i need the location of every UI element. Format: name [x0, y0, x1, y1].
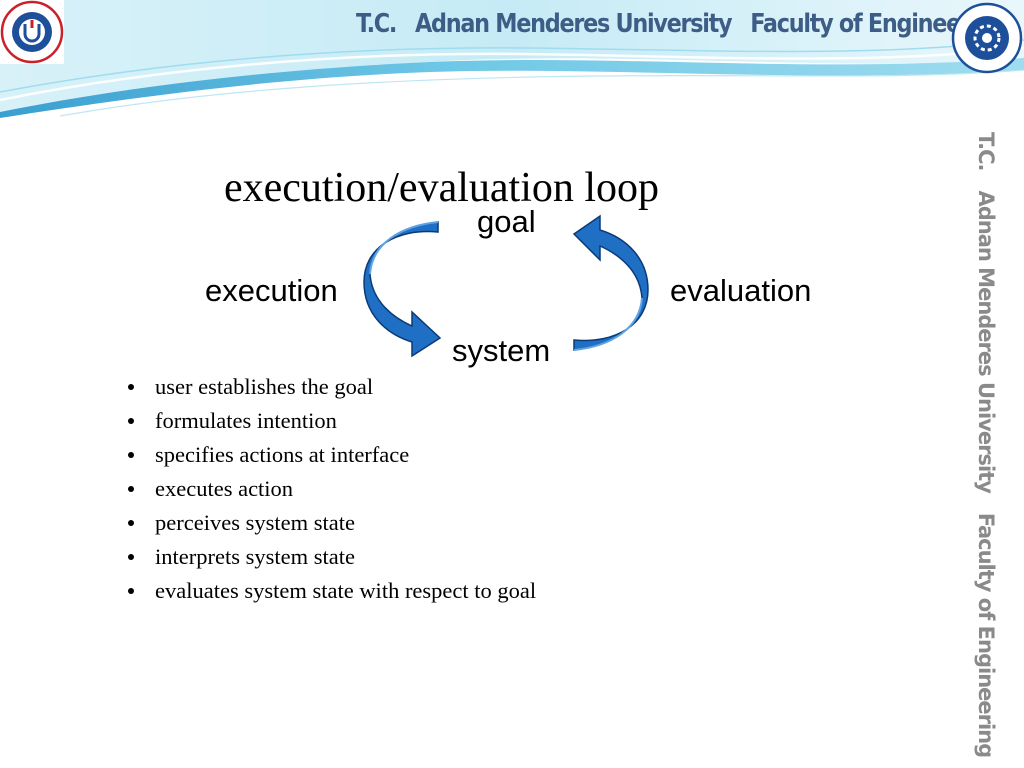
list-item: executes action	[128, 472, 536, 506]
list-item: perceives system state	[128, 506, 536, 540]
engineering-faculty-logo	[950, 2, 1024, 74]
bullet-dot	[128, 418, 134, 424]
university-seal-logo	[0, 0, 64, 64]
side-banner-tc: T.C.	[974, 132, 998, 171]
bullet-list: user establishes the goal formulates int…	[128, 370, 536, 608]
list-item-text: formulates intention	[155, 408, 337, 433]
list-item: formulates intention	[128, 404, 536, 438]
list-item-text: perceives system state	[155, 510, 355, 535]
evaluation-arrow-icon	[572, 214, 649, 351]
list-item: evaluates system state with respect to g…	[128, 574, 536, 608]
bullet-dot	[128, 554, 134, 560]
list-item-text: user establishes the goal	[155, 374, 374, 399]
banner-university: Adnan Menderes University	[415, 9, 733, 39]
list-item-text: executes action	[155, 476, 294, 501]
diagram-label-system: system	[452, 333, 551, 368]
bullet-dot	[128, 452, 134, 458]
side-banner: T.C. Adnan Menderes University Faculty o…	[972, 132, 1000, 757]
diagram-label-goal: goal	[477, 204, 536, 239]
list-item: user establishes the goal	[128, 370, 536, 404]
header-wave-graphic	[0, 0, 1024, 118]
list-item-text: interprets system state	[155, 544, 355, 569]
execution-arrow-icon	[363, 221, 442, 358]
slide-title: execution/evaluation loop	[224, 165, 660, 211]
bullet-dot	[128, 486, 134, 492]
list-item: specifies actions at interface	[128, 438, 536, 472]
list-item-text: specifies actions at interface	[155, 442, 410, 467]
diagram-label-execution: execution	[205, 273, 338, 308]
header-banner: T.C. Adnan Menderes University Faculty o…	[0, 0, 1024, 130]
list-item-text: evaluates system state with respect to g…	[155, 578, 537, 603]
bullet-dot	[128, 588, 134, 594]
banner-title: T.C. Adnan Menderes University Faculty o…	[356, 4, 1007, 44]
diagram-label-evaluation: evaluation	[670, 273, 812, 308]
loop-diagram	[363, 214, 649, 358]
bullet-dot	[128, 520, 134, 526]
list-item: interprets system state	[128, 540, 536, 574]
side-banner-university: Adnan Menderes University	[974, 190, 998, 493]
banner-tc: T.C.	[356, 9, 397, 39]
side-banner-faculty: Faculty of Engineering	[974, 512, 998, 758]
bullet-dot	[128, 384, 134, 390]
